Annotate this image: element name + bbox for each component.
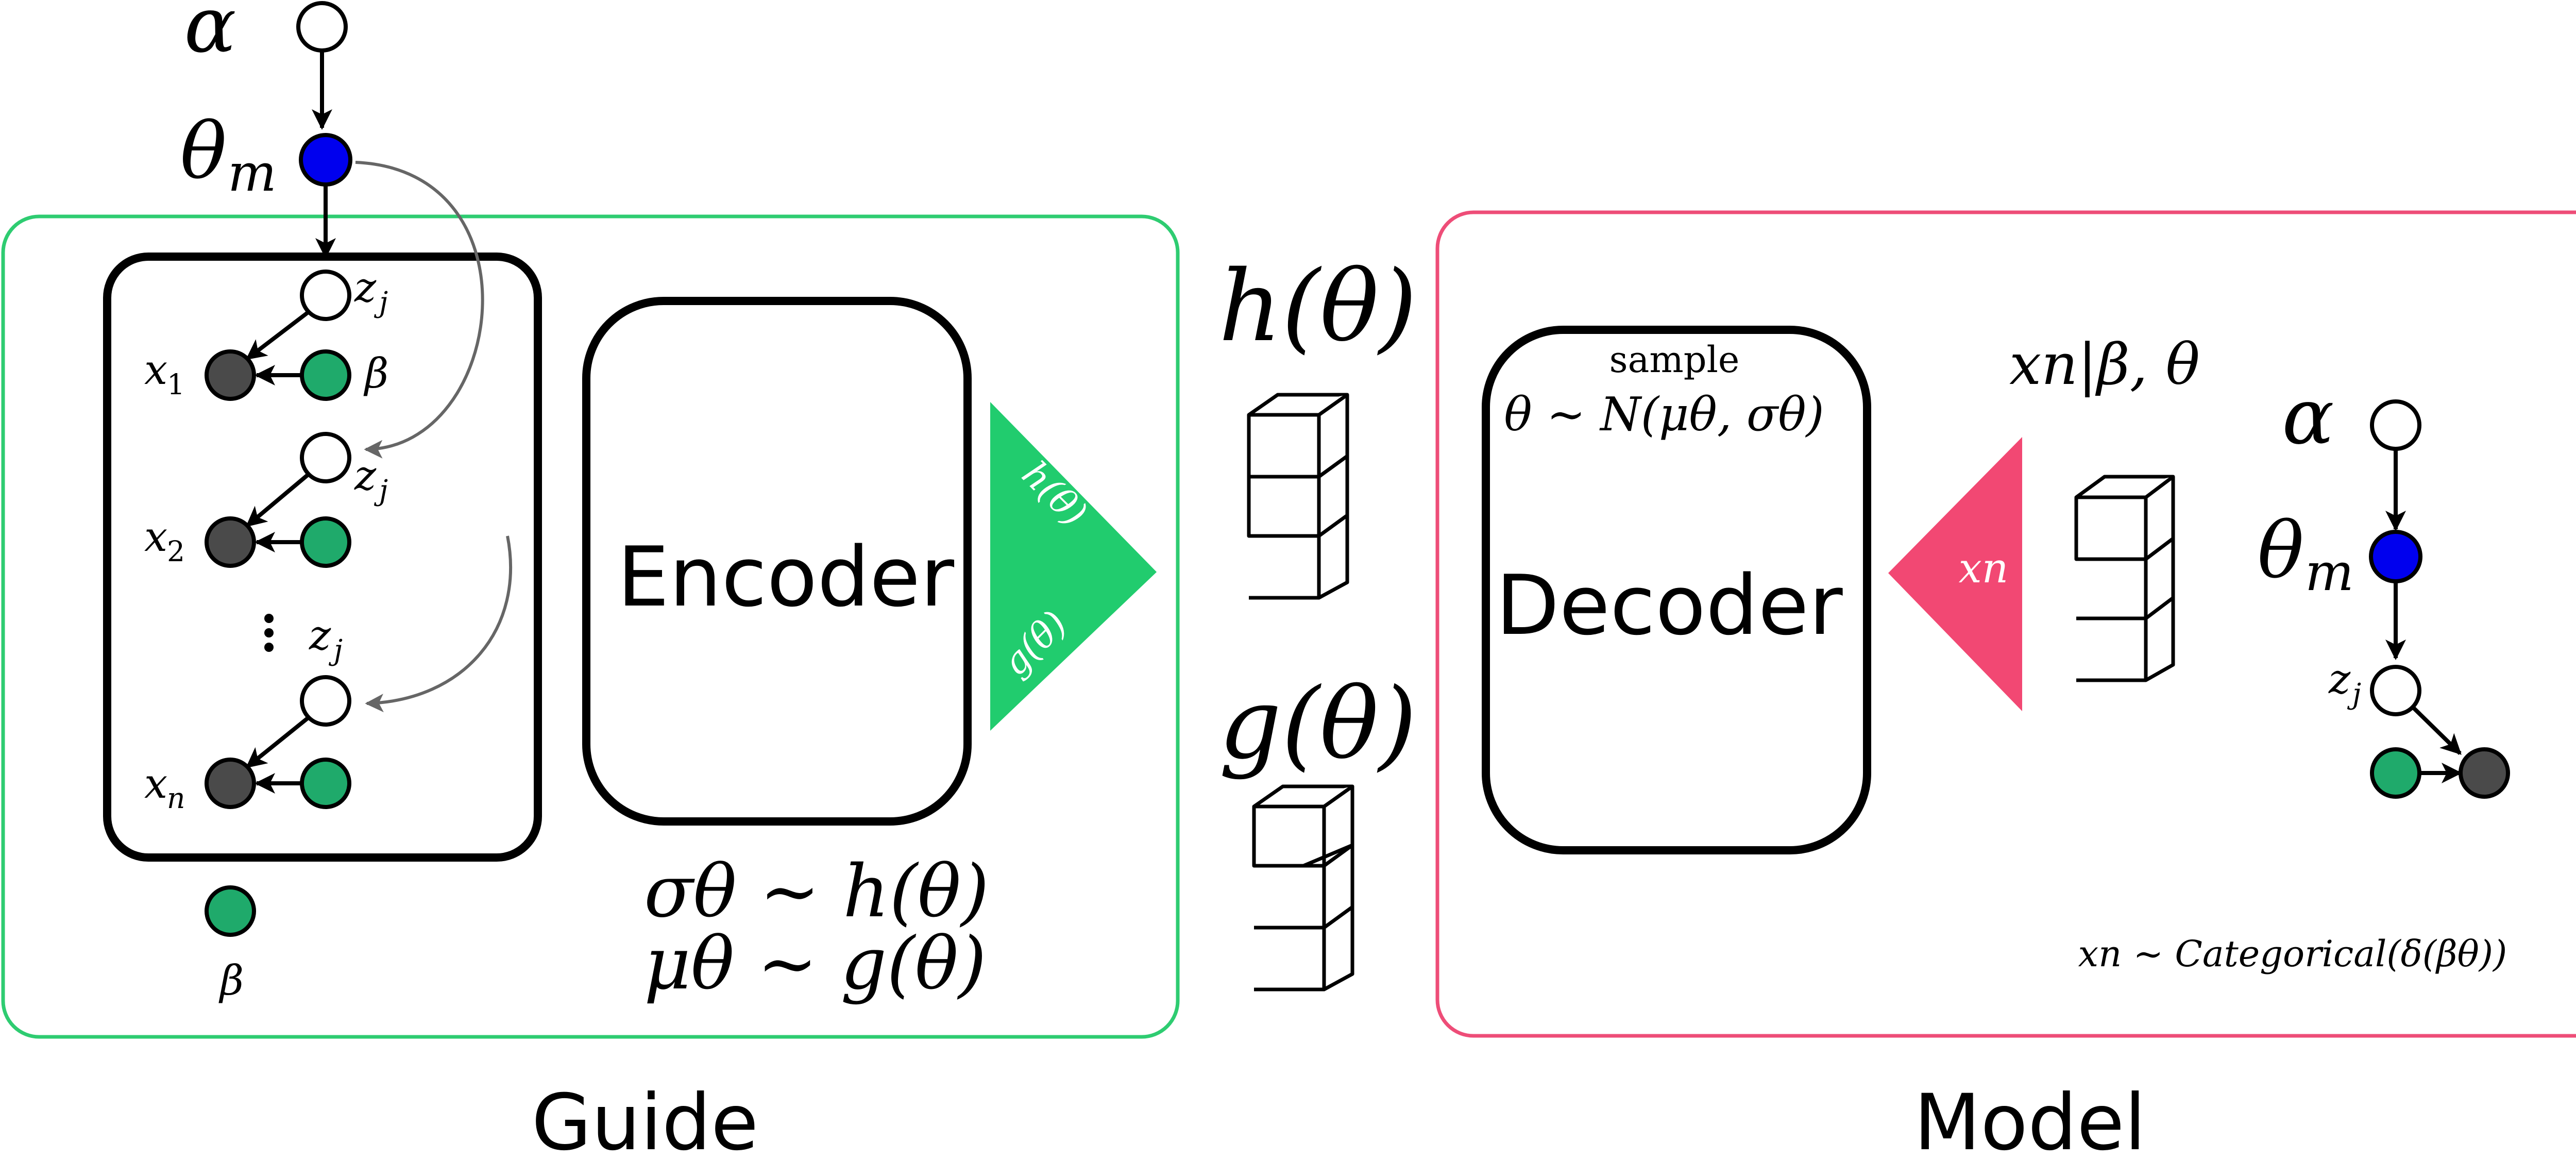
guide-xn-sub: n	[167, 782, 185, 815]
sigma-equation: σθ ∼ h(θ)	[644, 850, 989, 934]
model-panel	[1435, 210, 2576, 1038]
conditional-label: xn|β, θ	[2009, 331, 2200, 397]
guide-panel	[1, 214, 1180, 1039]
decoder-label: Decoder	[1496, 557, 1843, 653]
guide-z2-node	[300, 432, 351, 483]
g-theta-label: g(θ)	[1219, 667, 1417, 781]
model-alpha-label: α	[2282, 372, 2334, 462]
h-theta-vector-stack	[1247, 393, 1349, 600]
guide-ellipsis-dot	[264, 643, 274, 652]
model-x-node	[2459, 747, 2510, 799]
guide-z2-to-x2-arrow	[245, 473, 310, 528]
model-theta-m-node	[2369, 530, 2422, 583]
guide-ellipsis-dot	[264, 614, 274, 623]
guide-betan-node	[300, 758, 351, 809]
guide-x1-label: x	[144, 346, 167, 394]
guide-theta-m-sub: m	[228, 143, 277, 203]
sample-label: sample	[1609, 339, 1740, 381]
guide-xn-node	[205, 758, 256, 809]
guide-xn-label: x	[144, 760, 167, 808]
model-vector-stack	[2074, 475, 2175, 682]
guide-x2-node	[205, 516, 256, 568]
guide-global-beta-label: β	[218, 956, 244, 1004]
decoder-box	[1482, 326, 1871, 854]
guide-theta-m-node	[299, 133, 352, 187]
g-theta-vector-stack	[1252, 784, 1354, 992]
guide-caption: Guide	[532, 1078, 758, 1168]
guide-theta-m-label: θ	[180, 107, 227, 196]
guide-global-beta-node	[205, 885, 256, 937]
model-theta-m-sub: m	[2305, 542, 2354, 602]
guide-beta1-node	[300, 349, 351, 401]
guide-theta-to-z2-curve	[355, 161, 484, 459]
model-z-to-x-arrow	[2412, 706, 2462, 755]
guide-alpha-node	[296, 1, 348, 53]
guide-beta1-label: β	[363, 349, 388, 397]
guide-x1-node	[205, 349, 256, 401]
model-z-node	[2370, 665, 2421, 716]
guide-z1-node	[300, 270, 351, 321]
guide-output-triangle	[990, 402, 1157, 731]
model-z-label: z	[2328, 655, 2351, 703]
guide-zn-label: z	[309, 611, 331, 659]
guide-alpha-label: α	[184, 0, 236, 70]
model-input-triangle	[1888, 437, 2022, 711]
sample-equation: θ ∼ N(μθ, σθ)	[1504, 388, 1824, 442]
guide-x2-sub: 2	[167, 535, 185, 568]
encoder-label: Encoder	[617, 529, 954, 625]
guide-theta-to-zn-curve	[365, 535, 513, 713]
encoder-box	[582, 297, 972, 826]
mu-equation: μθ ∼ g(θ)	[644, 922, 987, 1006]
model-beta-node	[2370, 747, 2421, 799]
model-distribution-equation: xn ∼ Categorical(δ(βθ))	[2078, 933, 2507, 975]
h-theta-label: h(θ)	[1218, 249, 1417, 363]
guide-z2-label: z	[354, 451, 377, 499]
guide-x1-sub: 1	[167, 368, 185, 401]
guide-z1-to-x1-arrow	[245, 310, 310, 361]
model-triangle-label: xn	[1959, 544, 2009, 592]
model-caption: Model	[1914, 1078, 2146, 1168]
guide-z1-label: z	[354, 263, 377, 311]
guide-zn-to-xn-arrow	[245, 716, 310, 769]
guide-zn-node	[300, 675, 351, 727]
model-alpha-node	[2370, 399, 2421, 451]
guide-beta2-node	[300, 516, 351, 568]
model-theta-m-label: θ	[2258, 506, 2304, 596]
guide-ellipsis-dot	[264, 628, 274, 637]
guide-x2-label: x	[144, 513, 167, 561]
